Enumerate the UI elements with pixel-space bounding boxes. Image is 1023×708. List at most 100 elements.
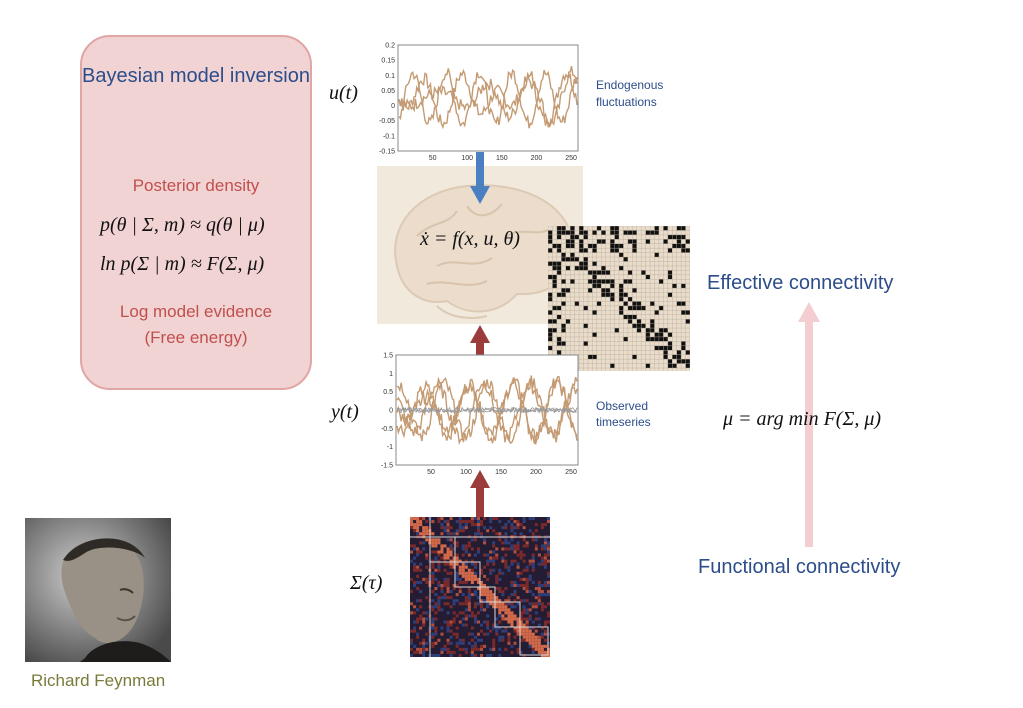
covariance-cell <box>446 550 450 554</box>
matrix-cell <box>685 239 690 244</box>
covariance-cell <box>540 526 544 530</box>
covariance-cell <box>458 559 462 563</box>
matrix-cell <box>663 239 668 244</box>
covariance-cell <box>480 587 484 591</box>
covariance-cell <box>431 550 435 554</box>
covariance-cell <box>546 620 550 624</box>
covariance-cell <box>410 523 414 527</box>
covariance-cell <box>510 559 514 563</box>
matrix-cell <box>561 328 566 333</box>
covariance-cell <box>504 608 508 612</box>
matrix-cell <box>676 350 682 355</box>
matrix-cell <box>556 265 562 271</box>
covariance-cell <box>434 653 438 657</box>
covariance-cell <box>446 647 450 651</box>
covariance-cell <box>525 565 529 569</box>
covariance-cell <box>513 605 517 609</box>
covariance-cell <box>410 544 414 548</box>
covariance-cell <box>443 593 447 597</box>
covariance-cell <box>437 602 441 606</box>
matrix-cell <box>623 230 628 235</box>
matrix-cell <box>552 319 557 324</box>
covariance-cell <box>413 568 417 572</box>
matrix-cell <box>592 274 597 280</box>
covariance-cell <box>486 599 490 603</box>
matrix-cell <box>658 336 664 342</box>
covariance-cell <box>452 650 456 654</box>
covariance-cell <box>449 650 453 654</box>
matrix-cell <box>587 279 593 284</box>
covariance-cell <box>431 620 435 624</box>
covariance-cell <box>467 590 471 594</box>
covariance-cell <box>522 632 526 636</box>
covariance-cell <box>525 541 529 545</box>
covariance-cell <box>470 611 474 615</box>
covariance-cell <box>422 547 426 551</box>
matrix-cell <box>667 359 673 364</box>
covariance-cell <box>464 562 468 566</box>
covariance-cell <box>419 605 423 609</box>
matrix-cell <box>601 292 606 297</box>
covariance-cell <box>546 614 550 618</box>
covariance-cell <box>434 629 438 633</box>
matrix-cell <box>605 279 611 284</box>
covariance-cell <box>507 547 511 551</box>
covariance-cell <box>540 644 544 648</box>
covariance-cell <box>434 602 438 606</box>
covariance-cell <box>495 626 499 630</box>
covariance-cell <box>431 580 435 584</box>
matrix-cell <box>583 261 588 266</box>
covariance-cell <box>476 517 480 521</box>
covariance-cell <box>431 635 435 639</box>
covariance-cell <box>431 590 435 594</box>
covariance-cell <box>498 626 502 630</box>
covariance-cell <box>476 529 480 533</box>
covariance-cell <box>540 605 544 609</box>
log-model-evidence-label: Log model evidence <box>119 302 273 321</box>
covariance-cell <box>486 623 490 627</box>
covariance-cell <box>534 523 538 527</box>
free-energy-label: (Free energy) <box>144 328 248 347</box>
matrix-cell <box>592 270 597 275</box>
matrix-cell <box>654 252 659 258</box>
covariance-cell <box>476 611 480 615</box>
covariance-cell <box>458 638 462 642</box>
covariance-cell <box>470 517 474 521</box>
matrix-cell <box>561 301 566 306</box>
covariance-cell <box>486 529 490 533</box>
x-tick-label: 100 <box>460 469 472 475</box>
covariance-cell <box>540 556 544 560</box>
matrix-cell <box>654 310 659 315</box>
covariance-cell <box>516 626 520 630</box>
y-tick-label: 0 <box>391 103 395 110</box>
covariance-cell <box>534 647 538 651</box>
covariance-cell <box>419 520 423 524</box>
matrix-cell <box>645 332 651 337</box>
covariance-cell <box>546 580 550 584</box>
matrix-cell <box>552 243 557 249</box>
matrix-cell <box>663 354 668 360</box>
covariance-cell <box>531 568 535 572</box>
covariance-cell <box>413 562 417 566</box>
signal-trace <box>396 376 578 445</box>
matrix-cell <box>619 288 624 293</box>
covariance-cell <box>498 608 502 612</box>
covariance-cell <box>528 574 532 578</box>
covariance-cell <box>464 647 468 651</box>
covariance-cell <box>473 565 477 569</box>
matrix-cell <box>548 328 553 333</box>
covariance-cell <box>543 629 547 633</box>
covariance-cell <box>528 629 532 633</box>
covariance-cell <box>510 605 514 609</box>
covariance-cell <box>467 599 471 603</box>
covariance-cell <box>446 641 450 645</box>
matrix-cell <box>548 336 553 342</box>
matrix-cell <box>681 248 686 253</box>
covariance-cell <box>528 562 532 566</box>
covariance-cell <box>473 532 477 536</box>
covariance-cell <box>495 580 499 584</box>
matrix-cell <box>619 310 624 315</box>
matrix-cell <box>610 239 615 244</box>
covariance-cell <box>413 517 417 521</box>
x-tick-label: 100 <box>461 155 473 160</box>
